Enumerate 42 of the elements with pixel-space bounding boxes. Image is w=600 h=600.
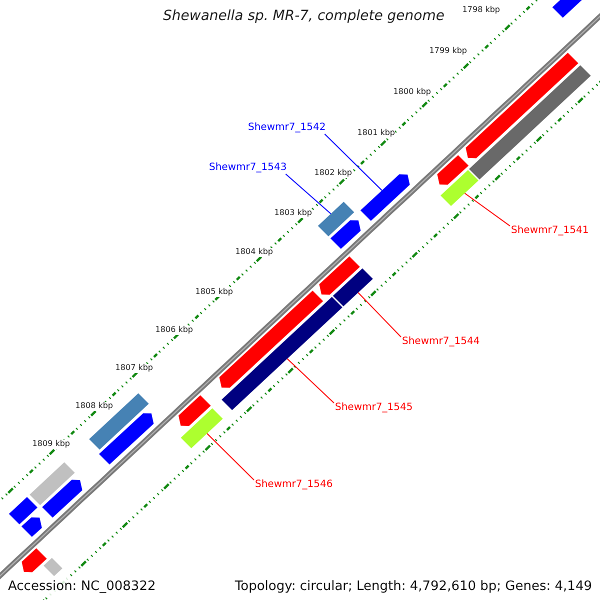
gene-bar: [330, 220, 361, 249]
scale-label: 1800 kbp: [393, 88, 431, 97]
scale-label: 1809 kbp: [32, 440, 70, 449]
gene-bar: [318, 202, 354, 236]
gene-label: Shewmr7_1541: [511, 225, 589, 236]
leader-line: [358, 292, 402, 338]
gene-bar: [8, 497, 38, 524]
gene-bar: [178, 395, 211, 426]
gene-bar: [30, 462, 75, 506]
gene-bar: [437, 155, 469, 185]
gene-label: Shewmr7_1542: [248, 122, 326, 133]
scale-label: 1807 kbp: [115, 364, 153, 373]
scale-label: 1801 kbp: [357, 129, 395, 138]
scale-label: 1805 kbp: [195, 288, 233, 297]
gene-label: Shewmr7_1545: [335, 402, 413, 413]
scale-label: 1808 kbp: [75, 402, 113, 411]
gene-label: Shewmr7_1544: [402, 336, 480, 347]
genome-info-text: Topology: circular; Length: 4,792,610 bp; Genes: 4,149: [234, 580, 592, 594]
scale-label: 1802 kbp: [314, 169, 352, 178]
leader-line: [285, 174, 332, 214]
gene-bar: [180, 408, 223, 448]
gene-label: Shewmr7_1543: [209, 162, 287, 173]
gene-label: Shewmr7_1546: [255, 479, 333, 490]
scale-label: 1799 kbp: [429, 47, 467, 56]
scale-label: 1804 kbp: [235, 248, 273, 257]
leader-line: [464, 192, 510, 226]
gene-bar: [466, 52, 578, 158]
gene-bar: [469, 65, 591, 180]
gene-bar: [440, 170, 478, 206]
gene-bar: [319, 256, 360, 295]
gene-bar: [42, 480, 82, 518]
leader-line: [324, 134, 382, 191]
scale-label: 1803 kbp: [274, 209, 312, 218]
scale-label: 1798 kbp: [462, 6, 500, 15]
leader-line: [206, 433, 254, 480]
gene-bar: [360, 174, 410, 221]
gene-bar: [99, 413, 154, 464]
gene-bar: [332, 268, 373, 306]
gene-bar: [22, 548, 47, 572]
scale-label: 1806 kbp: [155, 326, 193, 335]
gene-bar: [21, 517, 42, 537]
title: Shewanella sp. MR-7, complete genome: [163, 9, 444, 24]
